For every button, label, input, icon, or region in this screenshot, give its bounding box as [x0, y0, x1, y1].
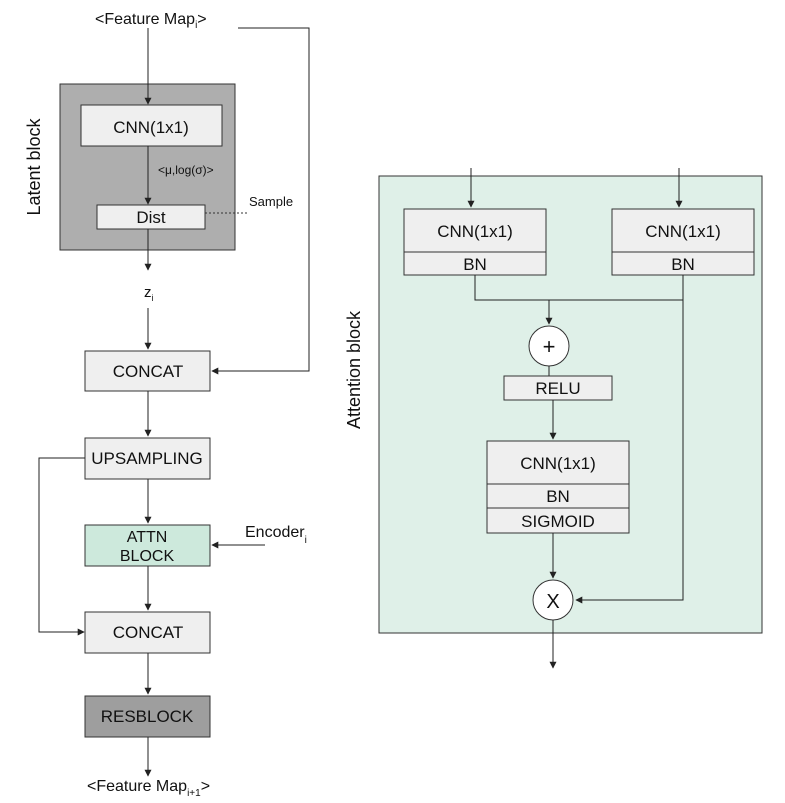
- feature-map-skip-line: [211, 27, 310, 375]
- attn-block-box: [84, 524, 211, 567]
- attention-cnn-right-label: CNN(1x1): [645, 222, 721, 241]
- bn-left-to-plus-line: [474, 275, 549, 301]
- output-feature-map-label: <Feature Mapi+1>: [87, 778, 210, 799]
- latent-cnn-box: [80, 104, 223, 147]
- sample-label: Sample: [249, 194, 293, 209]
- concat2-box: [84, 611, 211, 654]
- attn-block-label-line1: ATTN: [127, 529, 168, 546]
- latent-cnn-label: CNN(1x1): [113, 118, 189, 137]
- concat2-label: CONCAT: [113, 623, 184, 642]
- bn-right-to-times-line: [575, 300, 684, 604]
- attention-cnn-left-box: [403, 208, 547, 253]
- plus-symbol: +: [543, 334, 556, 359]
- times-symbol: X: [546, 591, 559, 613]
- concat1-label: CONCAT: [113, 362, 184, 381]
- dist-box: [96, 204, 206, 230]
- upsampling-box: [84, 437, 211, 480]
- encoder-label: Encoderi: [245, 524, 307, 546]
- mu-sigma-label: <μ,log(σ)>: [158, 163, 214, 177]
- attention-bn-left-label: BN: [463, 255, 487, 274]
- attention-sigmoid-label: SIGMOID: [521, 512, 595, 531]
- attention-bn-center-label: BN: [546, 487, 570, 506]
- attention-bn-right-label: BN: [671, 255, 695, 274]
- dist-label: Dist: [136, 208, 166, 227]
- attention-cnn-left-label: CNN(1x1): [437, 222, 513, 241]
- attention-bn-center-box: [486, 483, 630, 509]
- attention-block-label: Attention block: [344, 310, 364, 429]
- concat1-box: [84, 350, 211, 392]
- attention-cnn-center-label: CNN(1x1): [520, 454, 596, 473]
- relu-label: RELU: [535, 379, 580, 398]
- resblock-label: RESBLOCK: [101, 707, 194, 726]
- attention-cnn-right-box: [611, 208, 755, 253]
- upsampling-skip-line: [38, 457, 85, 636]
- attn-block-label-line2: BLOCK: [120, 548, 175, 565]
- z-label: zi: [144, 284, 154, 303]
- input-feature-map-label: <Feature Mapi>: [95, 11, 207, 31]
- latent-block-label: Latent block: [24, 117, 44, 215]
- attention-sigmoid-box: [486, 507, 630, 534]
- upsampling-label: UPSAMPLING: [91, 449, 202, 468]
- relu-box: [503, 375, 613, 401]
